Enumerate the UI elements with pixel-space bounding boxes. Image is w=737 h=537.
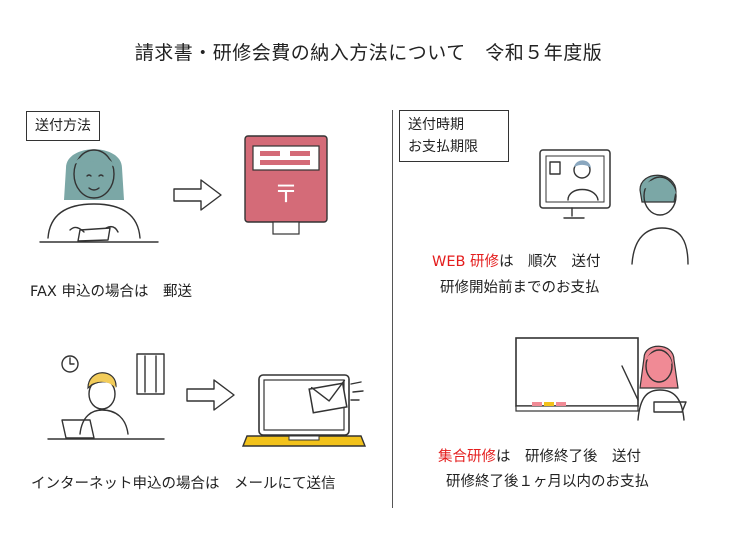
timing-label-line2: お支払期限 [408, 139, 478, 155]
timing-label-box: 送付時期 お支払期限 [399, 110, 509, 162]
internet-caption: インターネット申込の場合は メールにて送信 [31, 476, 336, 492]
postbox-illustration: 〒 [244, 135, 328, 235]
mail-icon [308, 379, 348, 414]
group-training-line2: 研修終了後１ヶ月以内のお支払 [446, 474, 649, 490]
woman-writing-illustration [39, 149, 159, 243]
web-training-line1: WEB 研修は 順次 送付 [432, 250, 601, 271]
group-training-line1: 集合研修は 研修終了後 送付 [438, 445, 641, 466]
whiteboard-teacher-illustration [515, 337, 687, 421]
arrow-right-icon [186, 379, 235, 411]
page-title: 請求書・研修会費の納入方法について 令和５年度版 [134, 42, 603, 64]
laptop-mail-illustration [241, 374, 367, 447]
web-training-line2: 研修開始前までのお支払 [440, 280, 600, 296]
group-training-rest: は 研修終了後 送付 [496, 449, 641, 465]
group-training-highlight: 集合研修 [438, 449, 496, 465]
arrow-right-icon [173, 179, 222, 211]
delivery-method-label: 送付方法 [26, 111, 100, 141]
column-divider [392, 110, 394, 508]
web-training-rest: は 順次 送付 [499, 254, 601, 270]
video-call-illustration [539, 149, 689, 265]
postal-mark: 〒 [274, 180, 298, 208]
fax-caption: FAX 申込の場合は 郵送 [30, 284, 192, 300]
timing-label-line1: 送付時期 [408, 117, 464, 133]
man-laptop-illustration [47, 353, 165, 440]
web-training-highlight: WEB 研修 [432, 254, 500, 270]
